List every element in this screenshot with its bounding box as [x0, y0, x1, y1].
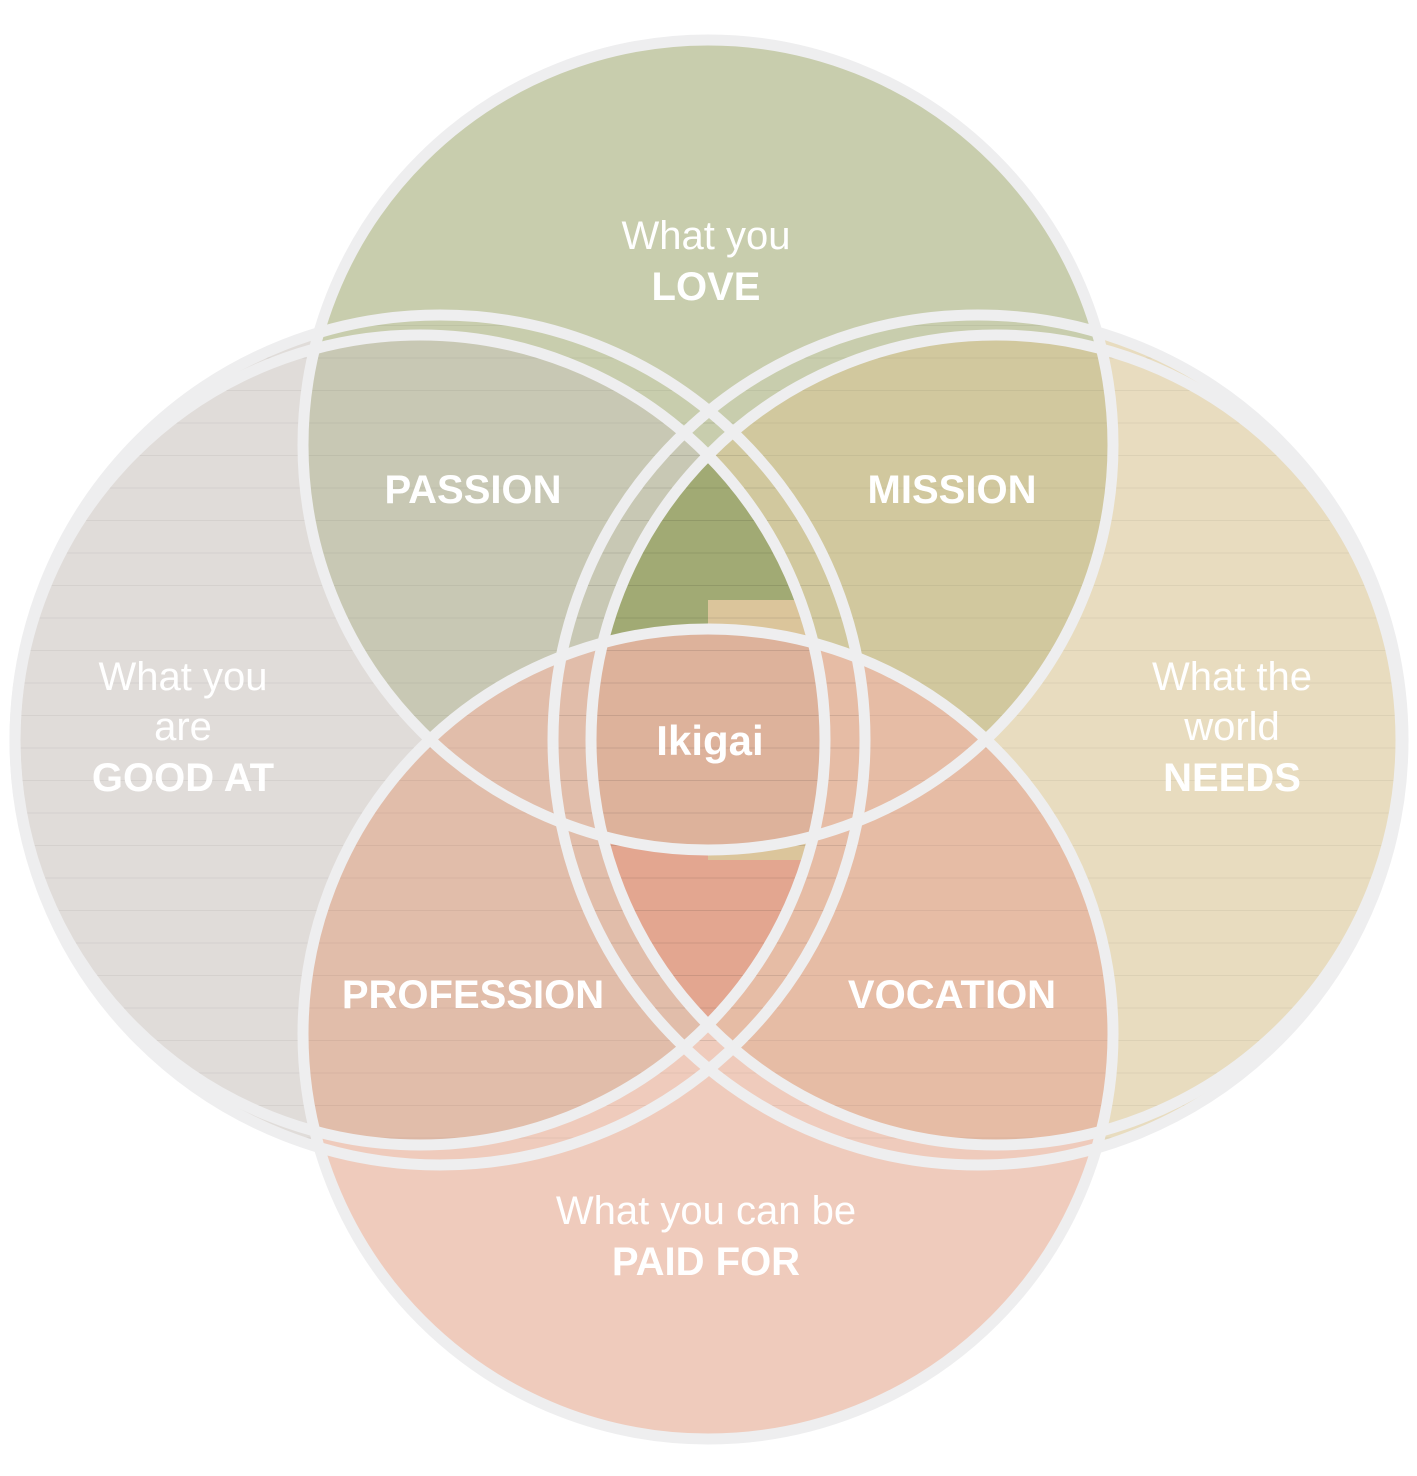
ikigai-label: Ikigai [656, 717, 763, 764]
world-needs-line3: NEEDS [1163, 756, 1301, 800]
vocation-label: VOCATION [848, 973, 1056, 1017]
love-line2: LOVE [652, 265, 761, 309]
paid-for-ring [297, 623, 1119, 1445]
world-needs-line2: world [1183, 705, 1280, 749]
world-needs-line1: What the [1152, 655, 1312, 699]
paid-for-line1: What you can be [556, 1189, 856, 1233]
mission-label: MISSION [868, 468, 1037, 512]
good-at-line3: GOOD AT [92, 756, 274, 800]
love-line1: What you [622, 214, 791, 258]
love-ring [297, 34, 1119, 856]
good-at-line2: are [154, 705, 212, 749]
passion-label: PASSION [384, 468, 561, 512]
good-at-line1: What you [99, 655, 268, 699]
paid-for-line2: PAID FOR [612, 1240, 800, 1284]
profession-label: PROFESSION [342, 973, 604, 1017]
left-inner-ring [9, 329, 831, 1151]
right-inner-ring [585, 329, 1407, 1151]
